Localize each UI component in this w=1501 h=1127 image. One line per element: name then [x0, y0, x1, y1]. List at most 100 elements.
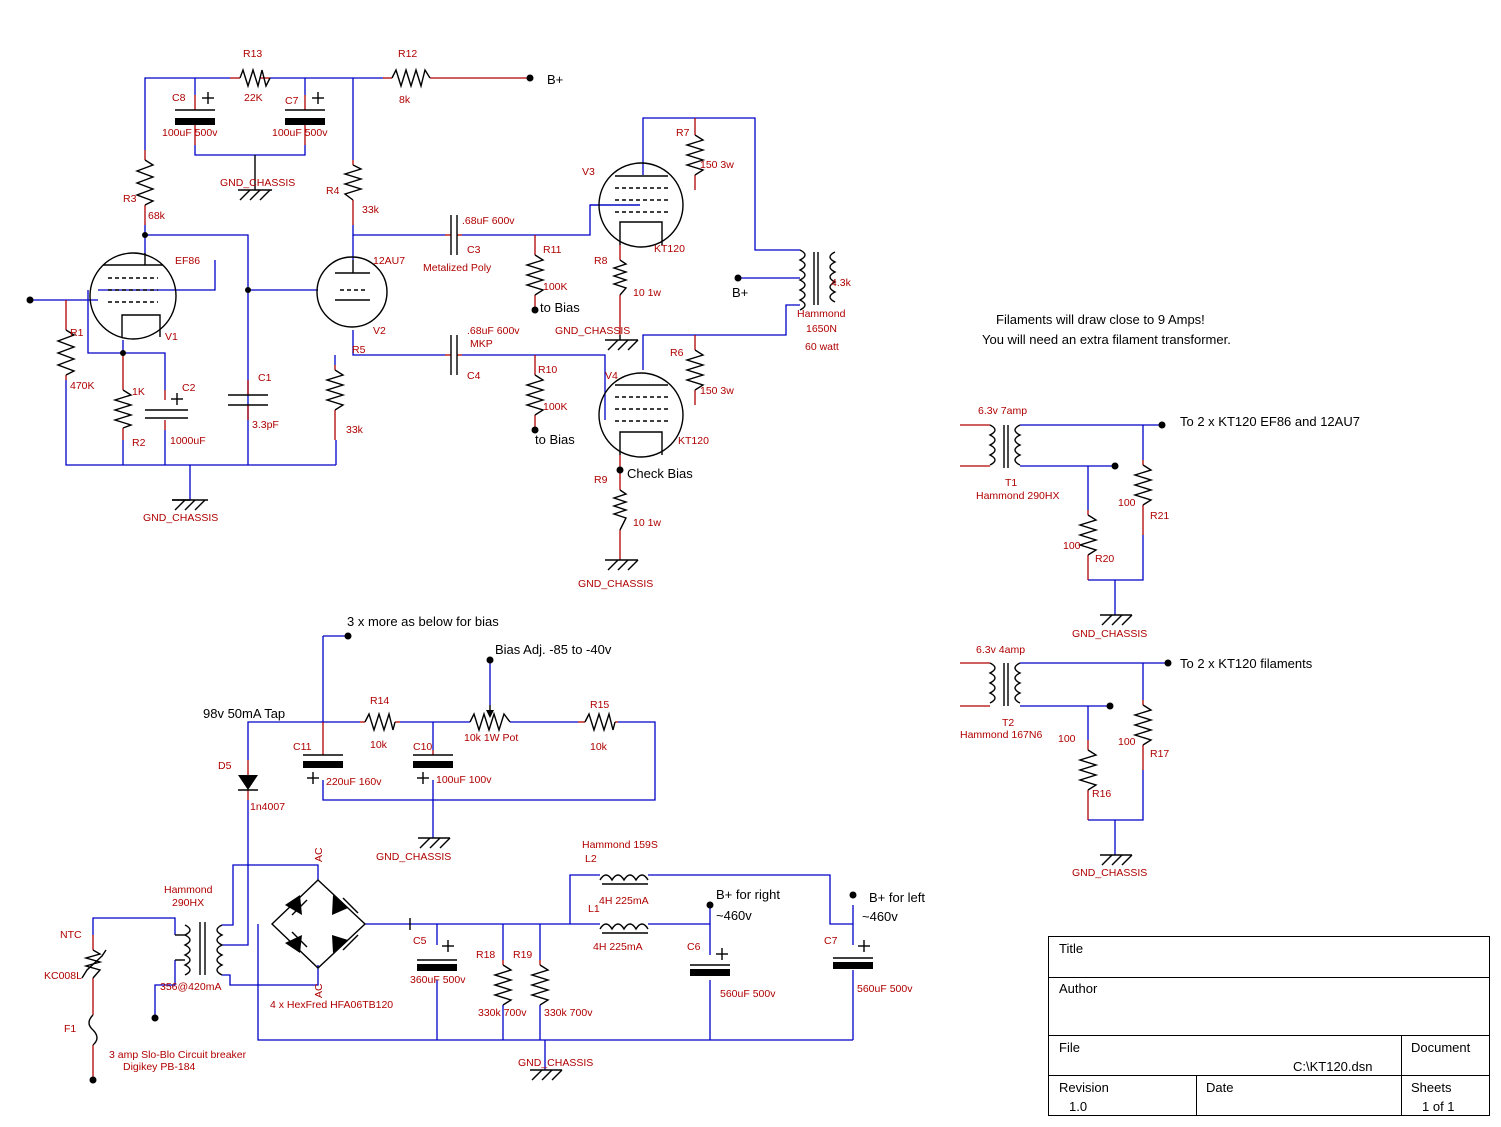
label-c8: C8 [172, 92, 186, 104]
label-bplus-left-volt: ~460v [862, 909, 898, 924]
label-r17-value: 100 [1118, 736, 1136, 748]
revision-value: 1.0 [1069, 1099, 1088, 1114]
label-r4-value: 33k [362, 204, 380, 216]
label-r17: R17 [1150, 748, 1169, 760]
r19-resistor [529, 964, 551, 1006]
label-c10: C10 [413, 741, 432, 753]
label-r7-value: 150 3w [700, 159, 734, 171]
label-l2-value: 4H 225mA [599, 895, 649, 907]
v3-kt120-tube [598, 162, 684, 248]
r2-resistor [112, 389, 134, 429]
label-t1-name: Hammond 290HX [976, 490, 1059, 502]
label-ac-bottom: AC [313, 983, 325, 998]
label-ntc: NTC [60, 929, 82, 941]
label-pt-model: 290HX [172, 897, 204, 909]
label-pt-volt: 356@420mA [160, 981, 221, 993]
label-c4: C4 [467, 370, 481, 382]
r8-resistor [611, 259, 629, 296]
v1-ef86-tube [89, 252, 177, 340]
label-t2: T2 [1002, 717, 1014, 729]
label-r14: R14 [370, 695, 389, 707]
label-r18: R18 [476, 949, 495, 961]
label-gnd2: GND_CHASSIS [143, 512, 218, 524]
t1-filament-transformer [988, 424, 1022, 468]
label-f1: F1 [64, 1023, 76, 1035]
r4-resistor [342, 164, 364, 201]
output-transformer [798, 249, 837, 311]
label-c11-value: 220uF 160v [326, 776, 382, 788]
grounds [172, 155, 1133, 1081]
label-pot: 10k 1W Pot [464, 732, 518, 744]
label-c10-value: 100uF 100v [436, 774, 492, 786]
r9-resistor [611, 489, 629, 531]
capacitors [145, 92, 873, 976]
label-r13: R13 [243, 48, 262, 60]
label-ot-watt: 60 watt [805, 341, 839, 353]
label-bridge: 4 x HexFred HFA06TB120 [270, 999, 393, 1011]
label-r14-value: 10k [370, 739, 388, 751]
label-c7-bottom-value: 560uF 500v [857, 983, 913, 995]
label-c7-top: C7 [285, 95, 299, 107]
r18-resistor [492, 964, 514, 1006]
label-c8-value: 100uF 500v [162, 127, 218, 139]
label-gnd4: GND_CHASSIS [578, 578, 653, 590]
label-note-2: You will need an extra filament transfor… [982, 332, 1231, 347]
bridge-rectifier [270, 879, 367, 969]
label-t2-amp: 6.3v 4amp [976, 644, 1025, 656]
r7-resistor [684, 134, 706, 176]
label-r6: R6 [670, 347, 684, 359]
labels: R13 22K R12 8k B+ C8 100uF 500v C7 100uF… [44, 48, 1360, 1073]
label-gnd7: GND_CHASSIS [376, 851, 451, 863]
label-ac-top: AC [313, 847, 325, 862]
transformers [175, 249, 1022, 976]
label-r16-value: 100 [1058, 733, 1076, 745]
label-bplus-right-volt: ~460v [716, 908, 752, 923]
label-d5-value: 1n4007 [250, 801, 285, 813]
r21-resistor [1132, 464, 1154, 506]
label-r11-value: 100K [543, 281, 568, 293]
label-r5-value: 33k [346, 424, 364, 436]
label-bplus-top: B+ [547, 72, 563, 87]
label-to-bias-2: to Bias [535, 432, 575, 447]
r14-resistor [364, 711, 396, 733]
label-kt120-a: KT120 [654, 243, 685, 255]
file-value: C:\KT120.dsn [1293, 1059, 1373, 1074]
label-r10-value: 100K [543, 401, 568, 413]
component-leads [65, 77, 1144, 1078]
label-l1-value: 4H 225mA [593, 941, 643, 953]
label-r18-value: 330k 700v [478, 1007, 527, 1019]
label-v1: V1 [165, 331, 178, 343]
label-gnd1: GND_CHASSIS [220, 177, 295, 189]
revision-label: Revision [1059, 1080, 1109, 1095]
label-f1-desc: 3 amp Slo-Blo Circuit breaker [109, 1049, 247, 1061]
label-bplus-right: B+ for right [716, 887, 780, 902]
label-tap: 98v 50mA Tap [203, 706, 285, 721]
label-r11: R11 [543, 244, 562, 256]
label-c5: C5 [413, 935, 427, 947]
label-l1: L1 [588, 903, 600, 915]
resistors [56, 67, 1154, 1006]
r15-resistor [584, 711, 616, 733]
label-bias-more: 3 x more as below for bias [347, 614, 499, 629]
label-c4-type: MKP [470, 338, 493, 350]
d5-diode [238, 775, 258, 791]
label-c5-value: 360uF 500v [410, 974, 466, 986]
r3-resistor [135, 159, 155, 206]
label-note-1: Filaments will draw close to 9 Amps! [996, 312, 1205, 327]
label-c11: C11 [293, 741, 312, 753]
r12-resistor [391, 67, 431, 89]
tubes [89, 162, 684, 458]
label-r19-value: 330k 700v [544, 1007, 593, 1019]
sheets-value: 1 of 1 [1422, 1099, 1455, 1114]
label-pt-hammond: Hammond [164, 884, 213, 896]
r11-resistor [524, 254, 546, 296]
label-to-bias-1: to Bias [540, 300, 580, 315]
pot-resistor [469, 711, 511, 733]
label-r19: R19 [513, 949, 532, 961]
file-label: File [1059, 1040, 1080, 1055]
label-c1-value: 3.3pF [252, 419, 279, 431]
label-gnd5: GND_CHASSIS [1072, 628, 1147, 640]
label-c6-value: 560uF 500v [720, 988, 776, 1000]
label-r9-value: 10 1w [633, 517, 661, 529]
